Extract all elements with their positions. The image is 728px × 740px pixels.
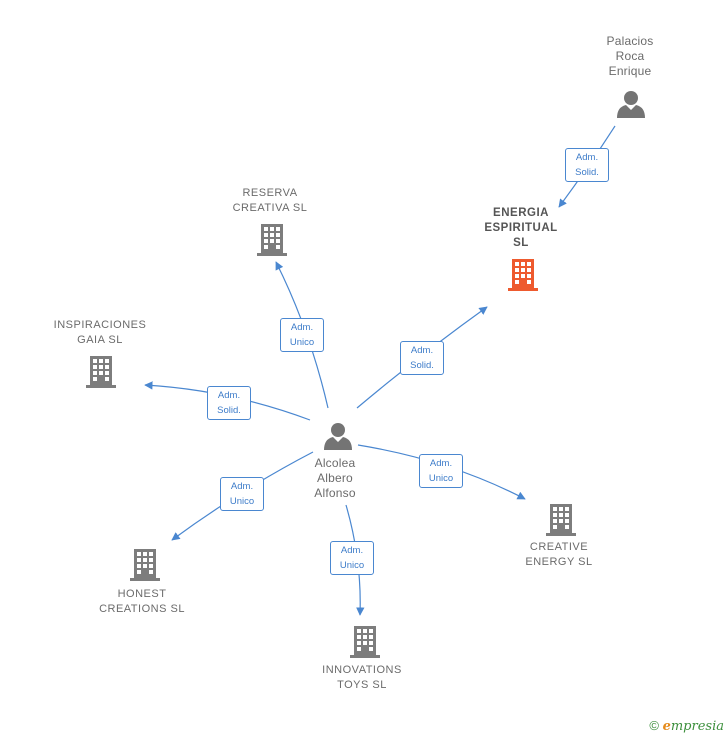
building-icon — [508, 259, 538, 291]
edge-label-alcolea-energia: Adm. Solid. — [400, 341, 444, 375]
edge-label-alcolea-creative: Adm. Unico — [419, 454, 463, 488]
edge-label-line: Solid. — [410, 360, 434, 371]
edge-label-line: Adm. — [230, 481, 254, 492]
node-label-alcolea[interactable]: Alcolea Albero Alfonso — [314, 456, 356, 500]
brand-initial: e — [662, 719, 671, 734]
edge-label-alcolea-inspiraciones: Adm. Solid. — [207, 386, 251, 420]
building-icon — [130, 549, 160, 581]
person-icon — [324, 423, 352, 450]
brand-name: mpresia — [670, 719, 724, 734]
edge-label-line: Unico — [229, 496, 255, 507]
edge-label-alcolea-innovations: Adm. Unico — [330, 541, 374, 575]
building-icon — [257, 224, 287, 256]
node-label-reserva-creativa[interactable]: RESERVA CREATIVA SL — [232, 187, 308, 214]
node-label-energia-espiritual[interactable]: ENERGIA ESPIRITUAL SL — [484, 207, 558, 249]
edge-label-alcolea-honest: Adm. Unico — [220, 477, 264, 511]
building-icon — [546, 504, 576, 536]
copyright-icon: © — [649, 718, 659, 733]
node-label-creative-energy[interactable]: CREATIVE ENERGY SL — [525, 541, 593, 568]
node-label-palacios[interactable]: Palacios Roca Enrique — [606, 34, 654, 78]
footer-brand[interactable]: © empresia — [649, 718, 724, 734]
node-label-honest-creations[interactable]: HONEST CREATIONS SL — [99, 588, 185, 615]
edge-label-palacios-energia: Adm. Solid. — [565, 148, 609, 182]
edge-label-line: Adm. — [575, 152, 599, 163]
edge-label-line: Solid. — [217, 405, 241, 416]
building-icon — [350, 626, 380, 658]
edge-label-line: Adm. — [410, 345, 434, 356]
edge-label-line: Unico — [289, 337, 315, 348]
building-icon — [86, 356, 116, 388]
edge-label-line: Adm. — [340, 545, 364, 556]
edge-label-line: Solid. — [575, 167, 599, 178]
edge-label-line: Unico — [339, 560, 365, 571]
edge-label-line: Adm. — [290, 322, 314, 333]
person-icon — [617, 91, 645, 118]
node-label-innovations-toys[interactable]: INNOVATIONS TOYS SL — [322, 664, 402, 691]
brand-logo: empresia — [663, 719, 724, 734]
edge-label-line: Adm. — [217, 390, 241, 401]
node-label-inspiraciones-gaia[interactable]: INSPIRACIONES GAIA SL — [53, 319, 147, 346]
edge-label-line: Adm. — [429, 458, 453, 469]
edge-label-line: Unico — [428, 473, 454, 484]
edge-label-alcolea-reserva: Adm. Unico — [280, 318, 324, 352]
